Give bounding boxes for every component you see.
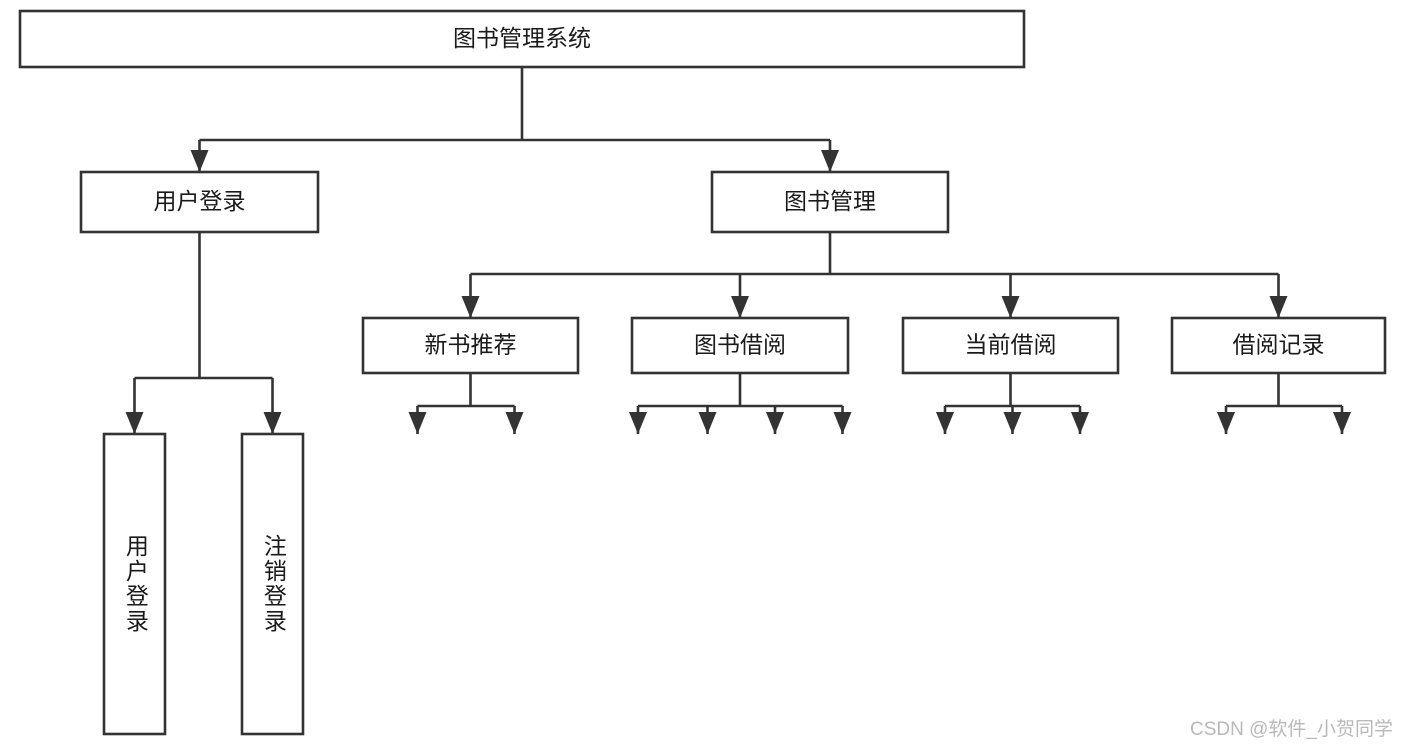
arrow-head-icon-bb-query-book	[629, 412, 647, 434]
arrow-head-icon-cb-query-book	[936, 412, 954, 434]
node-box-layer	[18, 9, 1387, 736]
node-label-current-borrow: 当前借阅	[965, 332, 1057, 358]
arrow-head-icon-new-book-recommend	[461, 296, 480, 318]
arrow-head-icon-book-manage	[821, 150, 839, 172]
node-label-new-book-recommend: 新书推荐	[425, 332, 517, 358]
node-box-user-login-do	[102, 432, 167, 736]
node-label-user-login: 用户登录	[154, 188, 246, 214]
arrow-head-icon-nbr-borrow-book	[505, 412, 524, 434]
arrow-head-icon-bb-edit-book	[766, 412, 784, 434]
arrow-head-icon-cb-return-book	[1003, 412, 1022, 434]
arrow-head-icon-br-query-record	[1333, 412, 1351, 434]
arrow-head-icon-bb-borrow-book	[833, 412, 852, 434]
node-box-borrow-record	[1170, 316, 1387, 375]
node-box-book-borrow	[630, 316, 850, 375]
node-box-root	[18, 9, 1026, 69]
node-label-root: 图书管理系统	[453, 25, 591, 51]
arrow-head-icon-user-logout	[263, 412, 282, 434]
node-box-user-login	[79, 170, 320, 234]
node-box-current-borrow	[901, 316, 1120, 375]
csdn-watermark: CSDN @软件_小贺同学	[1190, 719, 1393, 740]
node-box-book-manage	[710, 170, 950, 234]
node-label-book-borrow: 图书借阅	[694, 332, 786, 358]
connector-layer	[125, 67, 1351, 434]
node-box-user-logout	[240, 432, 305, 736]
node-label-borrow-record: 借阅记录	[1233, 332, 1325, 358]
arrow-head-icon-bb-add-book	[698, 412, 717, 434]
arrow-head-icon-nbr-query-book	[408, 412, 427, 434]
node-box-new-book-recommend	[361, 316, 580, 375]
arrow-head-icon-borrow-record	[1269, 296, 1288, 318]
arrow-head-icon-book-borrow	[731, 296, 749, 318]
arrow-head-icon-user-login	[190, 150, 209, 172]
arrow-head-icon-cb-confirm-return	[1071, 412, 1089, 434]
arrow-head-icon-br-add-record	[1217, 412, 1235, 434]
arrow-head-icon-current-borrow	[1001, 296, 1020, 318]
node-label-book-manage: 图书管理	[784, 188, 876, 214]
arrow-head-icon-user-login-do	[125, 412, 144, 434]
